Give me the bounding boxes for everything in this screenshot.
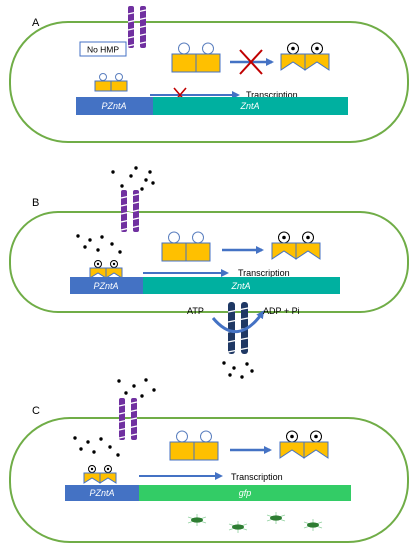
promoter-label: PZntA <box>89 488 114 498</box>
gfp-gene-box <box>139 485 351 501</box>
znta-regulator-active-icon <box>271 231 321 260</box>
atp-label: ATP <box>187 306 204 316</box>
panel-a: A No HMP <box>9 6 409 143</box>
no-hmp-label: No HMP <box>87 45 119 55</box>
panel-c: C <box>9 378 409 543</box>
promoter-box <box>70 277 143 294</box>
hmp-ions-outside <box>111 166 155 191</box>
panel-a-membrane <box>9 21 409 143</box>
block-x-icon <box>239 49 263 75</box>
adp-label: ADP + Pi <box>263 306 300 316</box>
hmp-ions-inside <box>73 436 120 457</box>
no-hmp-badge <box>79 41 127 57</box>
transcription-label: Transcription <box>231 472 283 482</box>
transporter-channel-icon <box>118 398 138 440</box>
panel-b-letter: B <box>32 197 39 209</box>
gene-box <box>143 277 340 294</box>
gfp-bacterium-icon <box>303 519 323 531</box>
znta-regulator-dimer-icon <box>169 430 219 461</box>
promoter-label: PZntA <box>93 281 118 291</box>
transcription-label: Transcription <box>246 90 298 100</box>
promoter-box <box>76 97 153 115</box>
promoter-bound-regulator <box>94 73 128 92</box>
hmp-ions-outside <box>117 378 156 398</box>
znta-regulator-active-icon <box>279 430 329 459</box>
promoter-label: PZntA <box>101 101 126 111</box>
znta-regulator-active-icon <box>280 42 330 71</box>
transporter-channel-icon <box>120 190 140 232</box>
panel-b-membrane <box>9 211 409 313</box>
transcription-label: Transcription <box>238 268 290 278</box>
gene-label: ZntA <box>230 281 250 291</box>
gene-label: ZntA <box>239 101 259 111</box>
transporter-channel-icon <box>127 6 147 48</box>
hmp-ions-inside <box>76 234 122 254</box>
gfp-gene-label: gfp <box>239 488 252 498</box>
gene-box <box>153 97 348 115</box>
panel-c-letter: C <box>32 405 40 417</box>
gfp-bacterium-icon <box>228 521 248 533</box>
promoter-bound-active-regulator <box>89 260 123 279</box>
promoter-box <box>65 485 139 501</box>
gfp-bacterium-icon <box>187 514 207 526</box>
panel-a-letter: A <box>32 17 40 29</box>
promoter-bound-active-regulator <box>83 465 117 484</box>
gfp-bacterium-icon <box>266 512 286 524</box>
znta-regulator-dimer-icon <box>171 42 221 73</box>
panel-b: B <box>9 166 409 379</box>
znta-regulator-dimer-icon <box>161 231 211 262</box>
effluxed-ions <box>222 361 254 379</box>
atp-hydrolysis-arrow <box>211 310 265 334</box>
